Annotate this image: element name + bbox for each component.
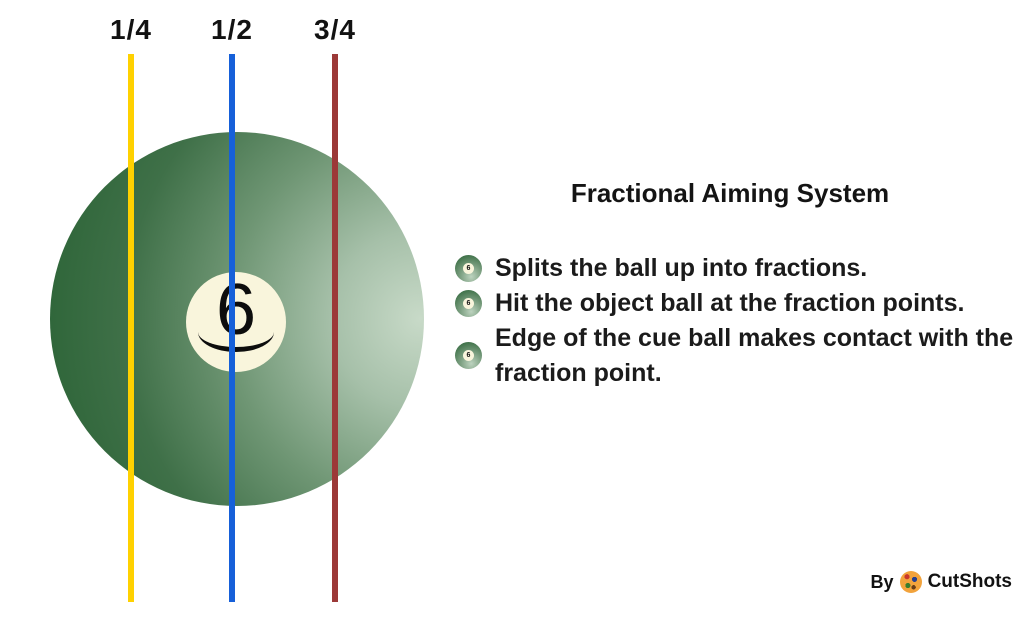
bullet-text: Splits the ball up into fractions.	[495, 253, 868, 282]
fraction-label-half: 1/2	[211, 14, 253, 45]
list-item: 6 Edge of the cue ball makes contact wit…	[455, 320, 1020, 391]
aim-line-three-quarter	[332, 54, 338, 602]
mini-ball-number: 6	[463, 262, 474, 274]
attribution: By CutShots	[871, 569, 1012, 595]
cutshots-logo-icon	[899, 571, 922, 593]
page-title: Fractional Aiming System	[570, 178, 890, 208]
bullet-text: Hit the object ball at the fraction poin…	[495, 288, 965, 317]
attribution-prefix: By	[870, 571, 894, 592]
six-ball-bullet-icon: 6	[455, 342, 482, 369]
ball-number-underline	[198, 332, 274, 352]
list-item: 6 Hit the object ball at the fraction po…	[455, 285, 1020, 321]
six-ball-bullet-icon: 6	[455, 254, 482, 282]
mini-ball-number: 6	[463, 297, 474, 309]
brand-name: CutShots	[927, 571, 1012, 592]
object-ball-six: 6	[50, 132, 424, 506]
aim-line-half	[229, 54, 235, 602]
six-ball-bullet-icon: 6	[455, 289, 482, 317]
bullet-text: Edge of the cue ball makes contact with …	[495, 323, 1014, 387]
list-item: 6 Splits the ball up into fractions.	[455, 250, 1020, 286]
fraction-label-three-quarter: 3/4	[314, 14, 356, 45]
mini-ball-number: 6	[463, 350, 474, 361]
fraction-label-quarter: 1/4	[110, 14, 152, 45]
ball-number-circle: 6	[186, 270, 286, 372]
aim-line-quarter	[128, 54, 134, 602]
